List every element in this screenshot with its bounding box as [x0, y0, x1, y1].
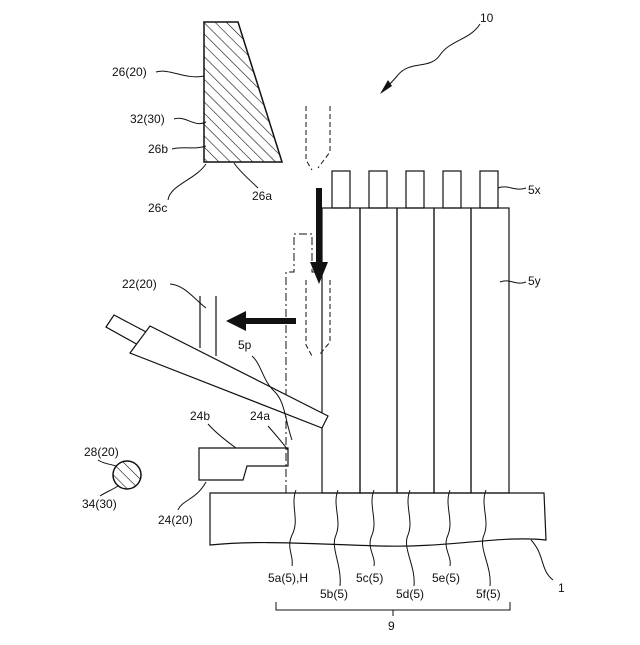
down-arrow-head — [310, 262, 328, 284]
label-26c: 26c — [148, 201, 167, 215]
label-22-20: 22(20) — [122, 277, 157, 291]
label-24a: 24a — [250, 409, 270, 423]
ref-10-arrowhead — [380, 80, 392, 94]
leader-5f — [482, 490, 490, 586]
roller-28 — [113, 461, 141, 489]
plate-5c — [360, 208, 397, 493]
tab-5x-5 — [480, 171, 498, 208]
leader-1 — [531, 540, 553, 580]
leader-5y — [500, 281, 526, 283]
label-32-30: 32(30) — [130, 112, 165, 126]
label-5c: 5c(5) — [356, 571, 383, 585]
leader-28-20 — [98, 460, 116, 466]
leader-26-20 — [156, 71, 204, 77]
label-5a: 5a(5),H — [268, 571, 308, 585]
holder-24 — [199, 448, 288, 480]
gripper-body — [130, 326, 328, 428]
leader-5a — [290, 490, 296, 566]
leader-32-30 — [174, 118, 206, 123]
label-5y: 5y — [528, 274, 541, 288]
label-5f: 5f(5) — [476, 587, 501, 601]
tool-lower-outline — [306, 280, 330, 356]
label-1: 1 — [558, 581, 565, 595]
label-26-20: 26(20) — [112, 65, 147, 79]
tool-upper-outline — [306, 106, 330, 170]
label-24-20: 24(20) — [158, 513, 193, 527]
label-5b: 5b(5) — [320, 587, 348, 601]
plate-5e — [434, 208, 471, 493]
label-26b: 26b — [148, 142, 168, 156]
leader-26b — [172, 146, 206, 149]
label-28-20: 28(20) — [84, 445, 119, 459]
leader-24a — [268, 426, 288, 450]
plate-5f — [471, 208, 509, 493]
tab-5x-2 — [369, 171, 387, 208]
bracket-9 — [276, 602, 510, 616]
left-arrow-head — [226, 311, 246, 331]
plate-5b — [322, 208, 360, 493]
label-26a: 26a — [252, 189, 272, 203]
plate-5d — [397, 208, 434, 493]
leader-24-20 — [178, 482, 206, 510]
label-24b: 24b — [190, 409, 210, 423]
block-26 — [204, 22, 282, 162]
base-1 — [210, 493, 546, 546]
leader-5c — [370, 490, 374, 566]
ref-10-leader — [384, 24, 480, 90]
leader-5x — [498, 187, 526, 189]
label-5d: 5d(5) — [396, 587, 424, 601]
tab-5x-3 — [406, 171, 424, 208]
leader-26c — [168, 164, 206, 200]
leader-26a — [234, 163, 258, 188]
label-9: 9 — [388, 619, 395, 633]
leader-5b — [334, 490, 340, 586]
label-5x: 5x — [528, 183, 541, 197]
leader-5d — [406, 490, 414, 586]
tab-5x-4 — [443, 171, 461, 208]
leader-5e — [446, 490, 450, 566]
left-arrow-shaft — [244, 318, 296, 324]
tab-5x-1 — [332, 171, 350, 208]
label-5e: 5e(5) — [432, 571, 460, 585]
label-34-30: 34(30) — [82, 497, 117, 511]
down-arrow-shaft — [316, 188, 322, 262]
leader-24b — [208, 424, 236, 448]
label-5p: 5p — [238, 338, 252, 352]
label-10: 10 — [480, 11, 494, 25]
leader-34-30 — [100, 486, 118, 496]
